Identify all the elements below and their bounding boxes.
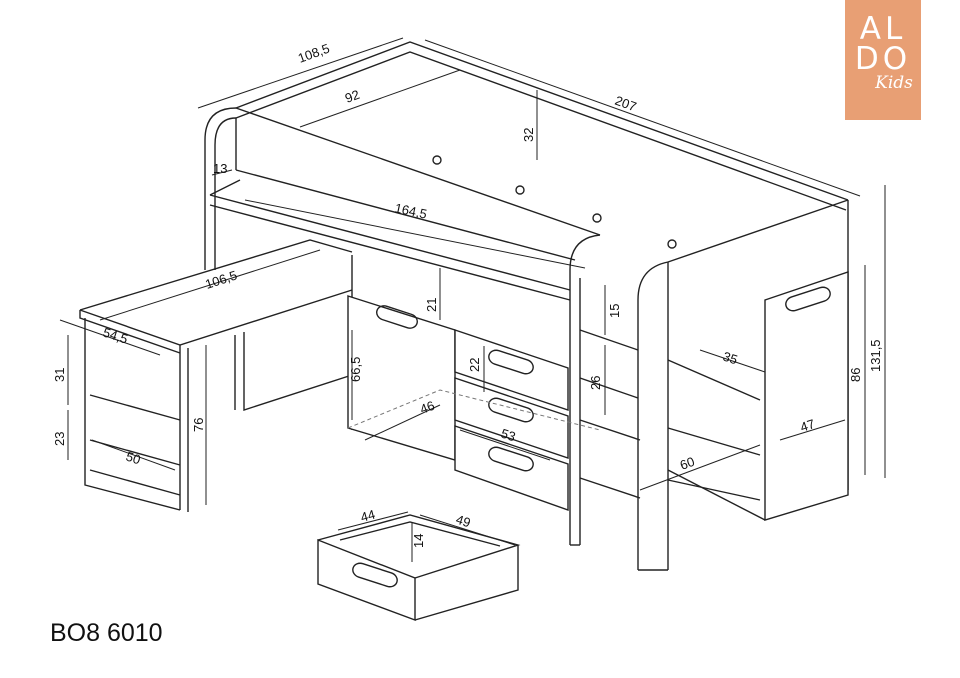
- dim-shelf-top-height: 31: [52, 368, 67, 382]
- cabinet: [347, 295, 601, 511]
- dim-rail-height: 32: [521, 128, 536, 142]
- dim-cabinet-height: 66,5: [348, 357, 363, 382]
- dim-shelf-width: 50: [124, 449, 142, 468]
- dim-shelf-depth: 35: [721, 349, 739, 368]
- dim-step-height-top: 15: [607, 304, 622, 318]
- dim-shelf-width-long: 60: [678, 454, 697, 473]
- dim-loose-drawer-depth: 44: [359, 507, 377, 525]
- dim-shelf-length: 164,5: [393, 200, 428, 221]
- wardrobe: [667, 271, 849, 521]
- model-code: BO8 6010: [50, 619, 163, 647]
- dim-loose-drawer-height: 14: [411, 534, 426, 548]
- bed-frame: [204, 41, 849, 571]
- dim-step-height-mid: 26: [588, 376, 603, 390]
- dim-desk-height: 76: [191, 418, 206, 432]
- dim-inner-width: 92: [343, 87, 362, 106]
- dimension-lines: [59, 37, 886, 562]
- dim-wardrobe-depth: 47: [798, 416, 816, 435]
- brand-logo-sub: Kids: [875, 73, 913, 93]
- dim-total-height: 131,5: [868, 339, 883, 372]
- dim-desk-depth: 54,5: [101, 325, 130, 347]
- dim-cabinet-depth: 46: [418, 398, 437, 417]
- brand-logo-line2: DO: [854, 41, 912, 77]
- dim-drawer-height: 22: [467, 358, 482, 372]
- dim-wardrobe-height: 86: [848, 368, 863, 382]
- brand-logo-line1: AL: [859, 11, 907, 47]
- dim-gap-height: 21: [424, 298, 439, 312]
- dim-bed-width: 108,5: [296, 41, 332, 66]
- dim-shelf-bottom-height: 23: [52, 432, 67, 446]
- dim-loose-drawer-width: 49: [454, 512, 472, 531]
- desk: [79, 239, 353, 512]
- brand-logo: AL DO Kids: [845, 0, 921, 120]
- dim-drawer-width: 53: [499, 426, 517, 445]
- dim-small-offset: 13: [213, 161, 227, 176]
- loose-drawer: [317, 514, 521, 622]
- dim-bed-length: 207: [613, 93, 639, 115]
